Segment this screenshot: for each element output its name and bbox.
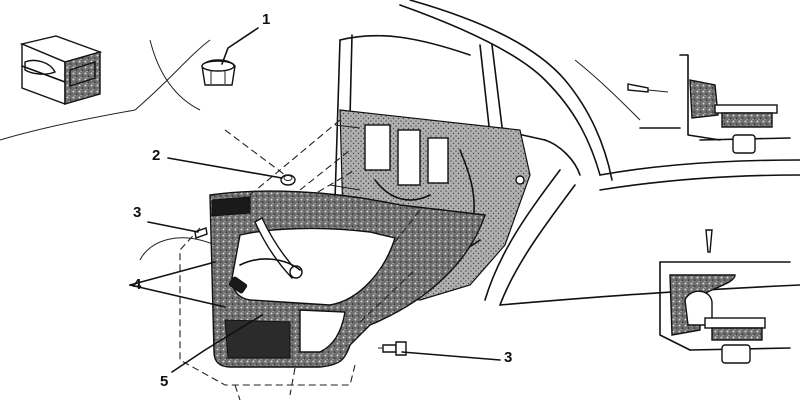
callout-3-left: 3 [133,204,141,221]
leader-lines [129,27,501,373]
screw-right [378,341,407,356]
callout-3-right: 3 [504,349,512,366]
car-body-outline [0,0,800,306]
callout-labels: 1 2 3 3 4 5 [133,11,512,390]
callout-2: 2 [152,147,160,164]
section-view-bottom [659,229,791,364]
clip-fastener [201,59,236,86]
clip-block-inset [19,35,103,106]
callout-4: 4 [133,276,142,293]
section-view-top [627,54,791,154]
callout-5: 5 [160,373,168,390]
door-trim-panel [209,190,486,368]
mounting-guide-lines [179,119,421,401]
screw-left [194,227,208,239]
callout-1: 1 [262,11,270,28]
retaining-clip [280,174,296,186]
